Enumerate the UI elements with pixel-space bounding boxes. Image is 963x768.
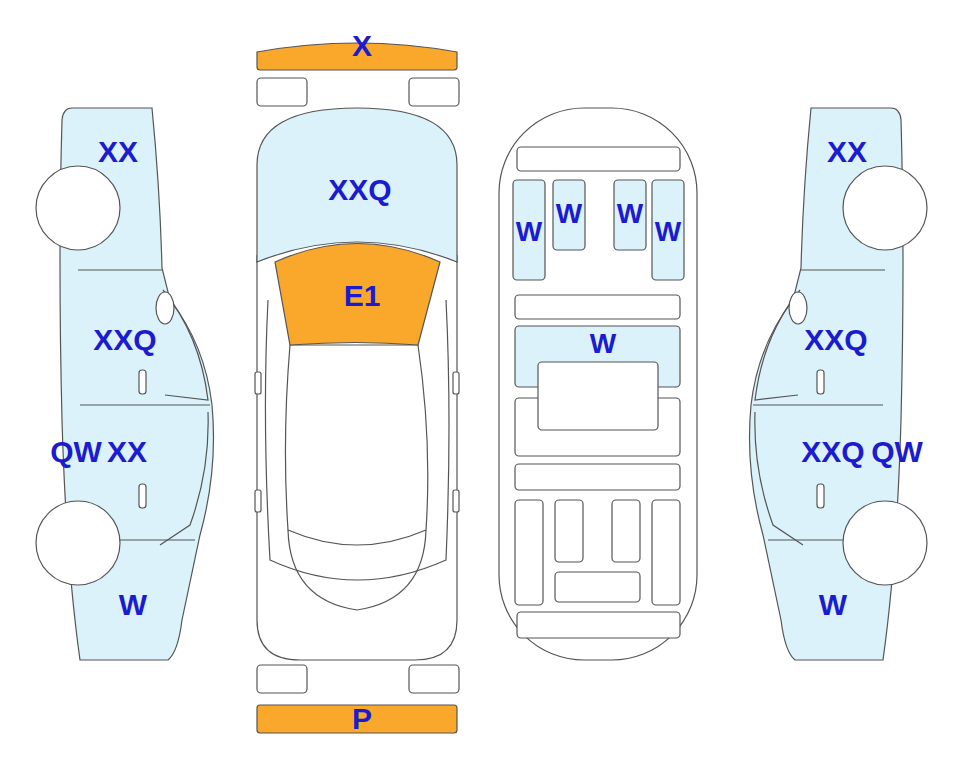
underbody-rail bbox=[612, 500, 640, 562]
panel-outline bbox=[257, 108, 457, 262]
damage-code: XXQ bbox=[801, 437, 864, 467]
damage-code: W bbox=[516, 218, 542, 246]
damage-code: E1 bbox=[344, 281, 381, 311]
light-symbol bbox=[409, 78, 459, 106]
rear-bumper: P bbox=[255, 703, 459, 735]
rear-window bbox=[288, 530, 426, 610]
damage-code: XX bbox=[827, 137, 867, 167]
right-side-panel: XXXXQXXQQWW bbox=[741, 100, 933, 670]
damage-code: QW bbox=[871, 437, 923, 467]
damage-code: XXQ bbox=[804, 325, 867, 355]
panel-outline bbox=[614, 180, 646, 250]
underbody-bar bbox=[555, 572, 640, 602]
underbody-crossmember: W bbox=[515, 326, 680, 436]
damage-code: W bbox=[617, 200, 643, 228]
underbody-rail bbox=[652, 500, 680, 605]
damage-code: X bbox=[352, 31, 372, 61]
left-side-panel: XXXXQQWXXW bbox=[30, 100, 222, 670]
underbody-rail bbox=[555, 500, 583, 562]
panel-outline bbox=[538, 362, 658, 430]
underbody-bar bbox=[515, 464, 680, 490]
panel-outline bbox=[789, 292, 807, 324]
hood-panel: XXQ bbox=[255, 106, 459, 266]
damage-code: XX bbox=[107, 437, 147, 467]
underbody-rail: W bbox=[553, 180, 585, 250]
handle-symbol bbox=[255, 490, 261, 512]
panel-outline bbox=[78, 269, 163, 270]
panel-outline bbox=[36, 166, 120, 250]
damage-code: P bbox=[352, 704, 372, 734]
light-symbol bbox=[257, 78, 307, 106]
underbody-rail: W bbox=[513, 180, 545, 280]
damage-code: W bbox=[655, 218, 681, 246]
underbody-rail: W bbox=[652, 180, 684, 280]
panel-outline bbox=[156, 292, 174, 324]
damage-code: W bbox=[556, 200, 582, 228]
handle-symbol bbox=[453, 490, 459, 512]
panel-outline bbox=[843, 501, 927, 585]
panel-outline bbox=[800, 269, 885, 270]
damage-code: QW bbox=[50, 437, 102, 467]
underbody-rail bbox=[515, 500, 543, 605]
panel-outline bbox=[80, 404, 210, 405]
mirror-symbol bbox=[453, 372, 459, 394]
underbody-bar bbox=[517, 612, 680, 638]
panel-outline bbox=[755, 412, 803, 545]
panel-outline bbox=[139, 370, 146, 394]
windshield-panel: E1 bbox=[272, 238, 444, 348]
underbody-bar bbox=[517, 147, 680, 171]
panel-outline bbox=[275, 244, 440, 346]
damage-code: W bbox=[119, 590, 147, 620]
cabin-roof bbox=[285, 345, 427, 545]
panel-outline bbox=[817, 484, 824, 508]
light-symbol bbox=[257, 665, 307, 693]
damage-code: W bbox=[590, 330, 616, 358]
left-side-panel-shape bbox=[30, 100, 222, 670]
panel-outline bbox=[553, 180, 585, 250]
damage-code: XXQ bbox=[93, 325, 156, 355]
mirror-symbol bbox=[255, 372, 261, 394]
damage-code: XX bbox=[98, 137, 138, 167]
light-symbol bbox=[409, 665, 459, 693]
panel-outline bbox=[257, 705, 457, 733]
underbody-rail: W bbox=[614, 180, 646, 250]
damage-code: XXQ bbox=[328, 175, 391, 205]
damage-code: W bbox=[819, 590, 847, 620]
underbody-outline bbox=[499, 108, 697, 660]
underbody-bar bbox=[515, 295, 680, 319]
panel-outline bbox=[753, 404, 883, 405]
panel-outline bbox=[513, 180, 545, 280]
right-side-panel-shape bbox=[741, 100, 933, 670]
panel-outline bbox=[139, 484, 146, 508]
panel-outline bbox=[843, 166, 927, 250]
front-bumper: X bbox=[255, 36, 459, 72]
panel-outline bbox=[652, 180, 684, 280]
panel-outline bbox=[36, 501, 120, 585]
panel-outline bbox=[160, 412, 208, 545]
panel-outline bbox=[817, 370, 824, 394]
